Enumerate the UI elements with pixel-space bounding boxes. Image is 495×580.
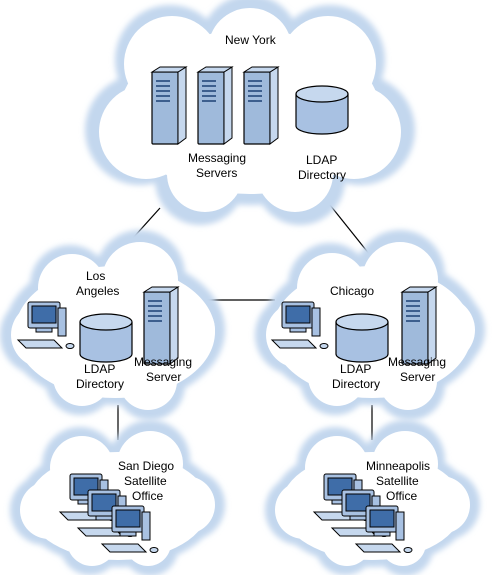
- chicago-server-label-1: Messaging: [388, 355, 446, 369]
- server-tower-icon: [197, 66, 233, 145]
- los-angeles-title-2: Angeles: [76, 284, 119, 298]
- los-angeles-server-label-2: Server: [146, 370, 181, 384]
- database-icon: [79, 313, 133, 363]
- new-york-servers-label-1: Messaging: [188, 151, 246, 165]
- los-angeles-server-label-1: Messaging: [134, 355, 192, 369]
- los-angeles-title-1: Los: [86, 269, 105, 283]
- cloud-san-diego: San Diego Satellite Office: [10, 420, 225, 576]
- server-tower-icon: [401, 286, 437, 365]
- minneapolis-title-2: Satellite: [376, 474, 419, 488]
- new-york-directory-label-1: LDAP: [306, 153, 337, 167]
- chicago-title: Chicago: [330, 284, 374, 298]
- san-diego-title-1: San Diego: [118, 459, 174, 473]
- database-icon: [335, 313, 389, 363]
- new-york-title: New York: [225, 33, 277, 47]
- san-diego-title-3: Office: [132, 489, 163, 503]
- chicago-directory-label-2: Directory: [332, 377, 380, 391]
- cloud-los-angeles: Los Angeles LDAP Directory Messaging Ser…: [0, 230, 225, 420]
- chicago-directory-label-1: LDAP: [340, 362, 371, 376]
- database-icon: [295, 85, 349, 135]
- minneapolis-title-1: Minneapolis: [366, 459, 430, 473]
- minneapolis-title-3: Office: [386, 489, 417, 503]
- los-angeles-directory-label-1: LDAP: [84, 362, 115, 376]
- chicago-server-label-2: Server: [400, 370, 435, 384]
- cloud-new-york: New York Messaging Servers LDAP Director…: [85, 0, 415, 225]
- link-newyork-chicago: [329, 204, 371, 256]
- server-tower-icon: [143, 286, 179, 365]
- san-diego-title-2: Satellite: [124, 474, 167, 488]
- cloud-minneapolis: Minneapolis Satellite Office: [265, 420, 480, 576]
- cloud-chicago: Chicago LDAP Directory Messaging Server: [255, 230, 485, 420]
- los-angeles-directory-label-2: Directory: [76, 377, 124, 391]
- server-tower-icon: [151, 66, 187, 145]
- new-york-servers-label-2: Servers: [196, 166, 237, 180]
- server-tower-icon: [243, 66, 279, 145]
- new-york-directory-label-2: Directory: [298, 168, 346, 182]
